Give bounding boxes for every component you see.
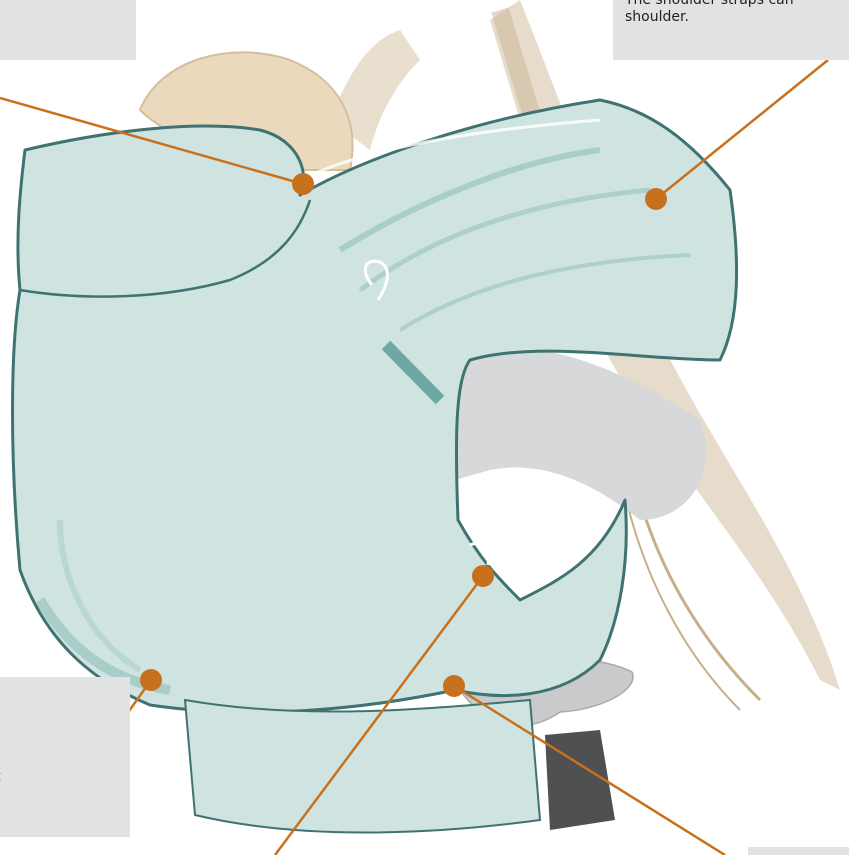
marker-shoulder-seam[interactable] (292, 173, 314, 195)
marker-knee[interactable] (472, 565, 494, 587)
marker-bottom-hem[interactable] (140, 669, 162, 691)
leader-line-shoulder-strap (656, 60, 828, 199)
callout-text-top-right: The shoulder straps can shoulder. (625, 0, 849, 26)
callout-text-bottom-left: f formt mischen r perfekt (0, 735, 120, 786)
callout-box-bottom-left: f formt mischen r perfekt (0, 677, 130, 837)
callout-box-top-right: The shoulder straps can shoulder. (613, 0, 849, 60)
marker-leg-opening[interactable] (443, 675, 465, 697)
marker-shoulder-strap[interactable] (645, 188, 667, 210)
callout-box-bottom-right (748, 847, 849, 855)
callout-box-top-left (0, 0, 136, 60)
